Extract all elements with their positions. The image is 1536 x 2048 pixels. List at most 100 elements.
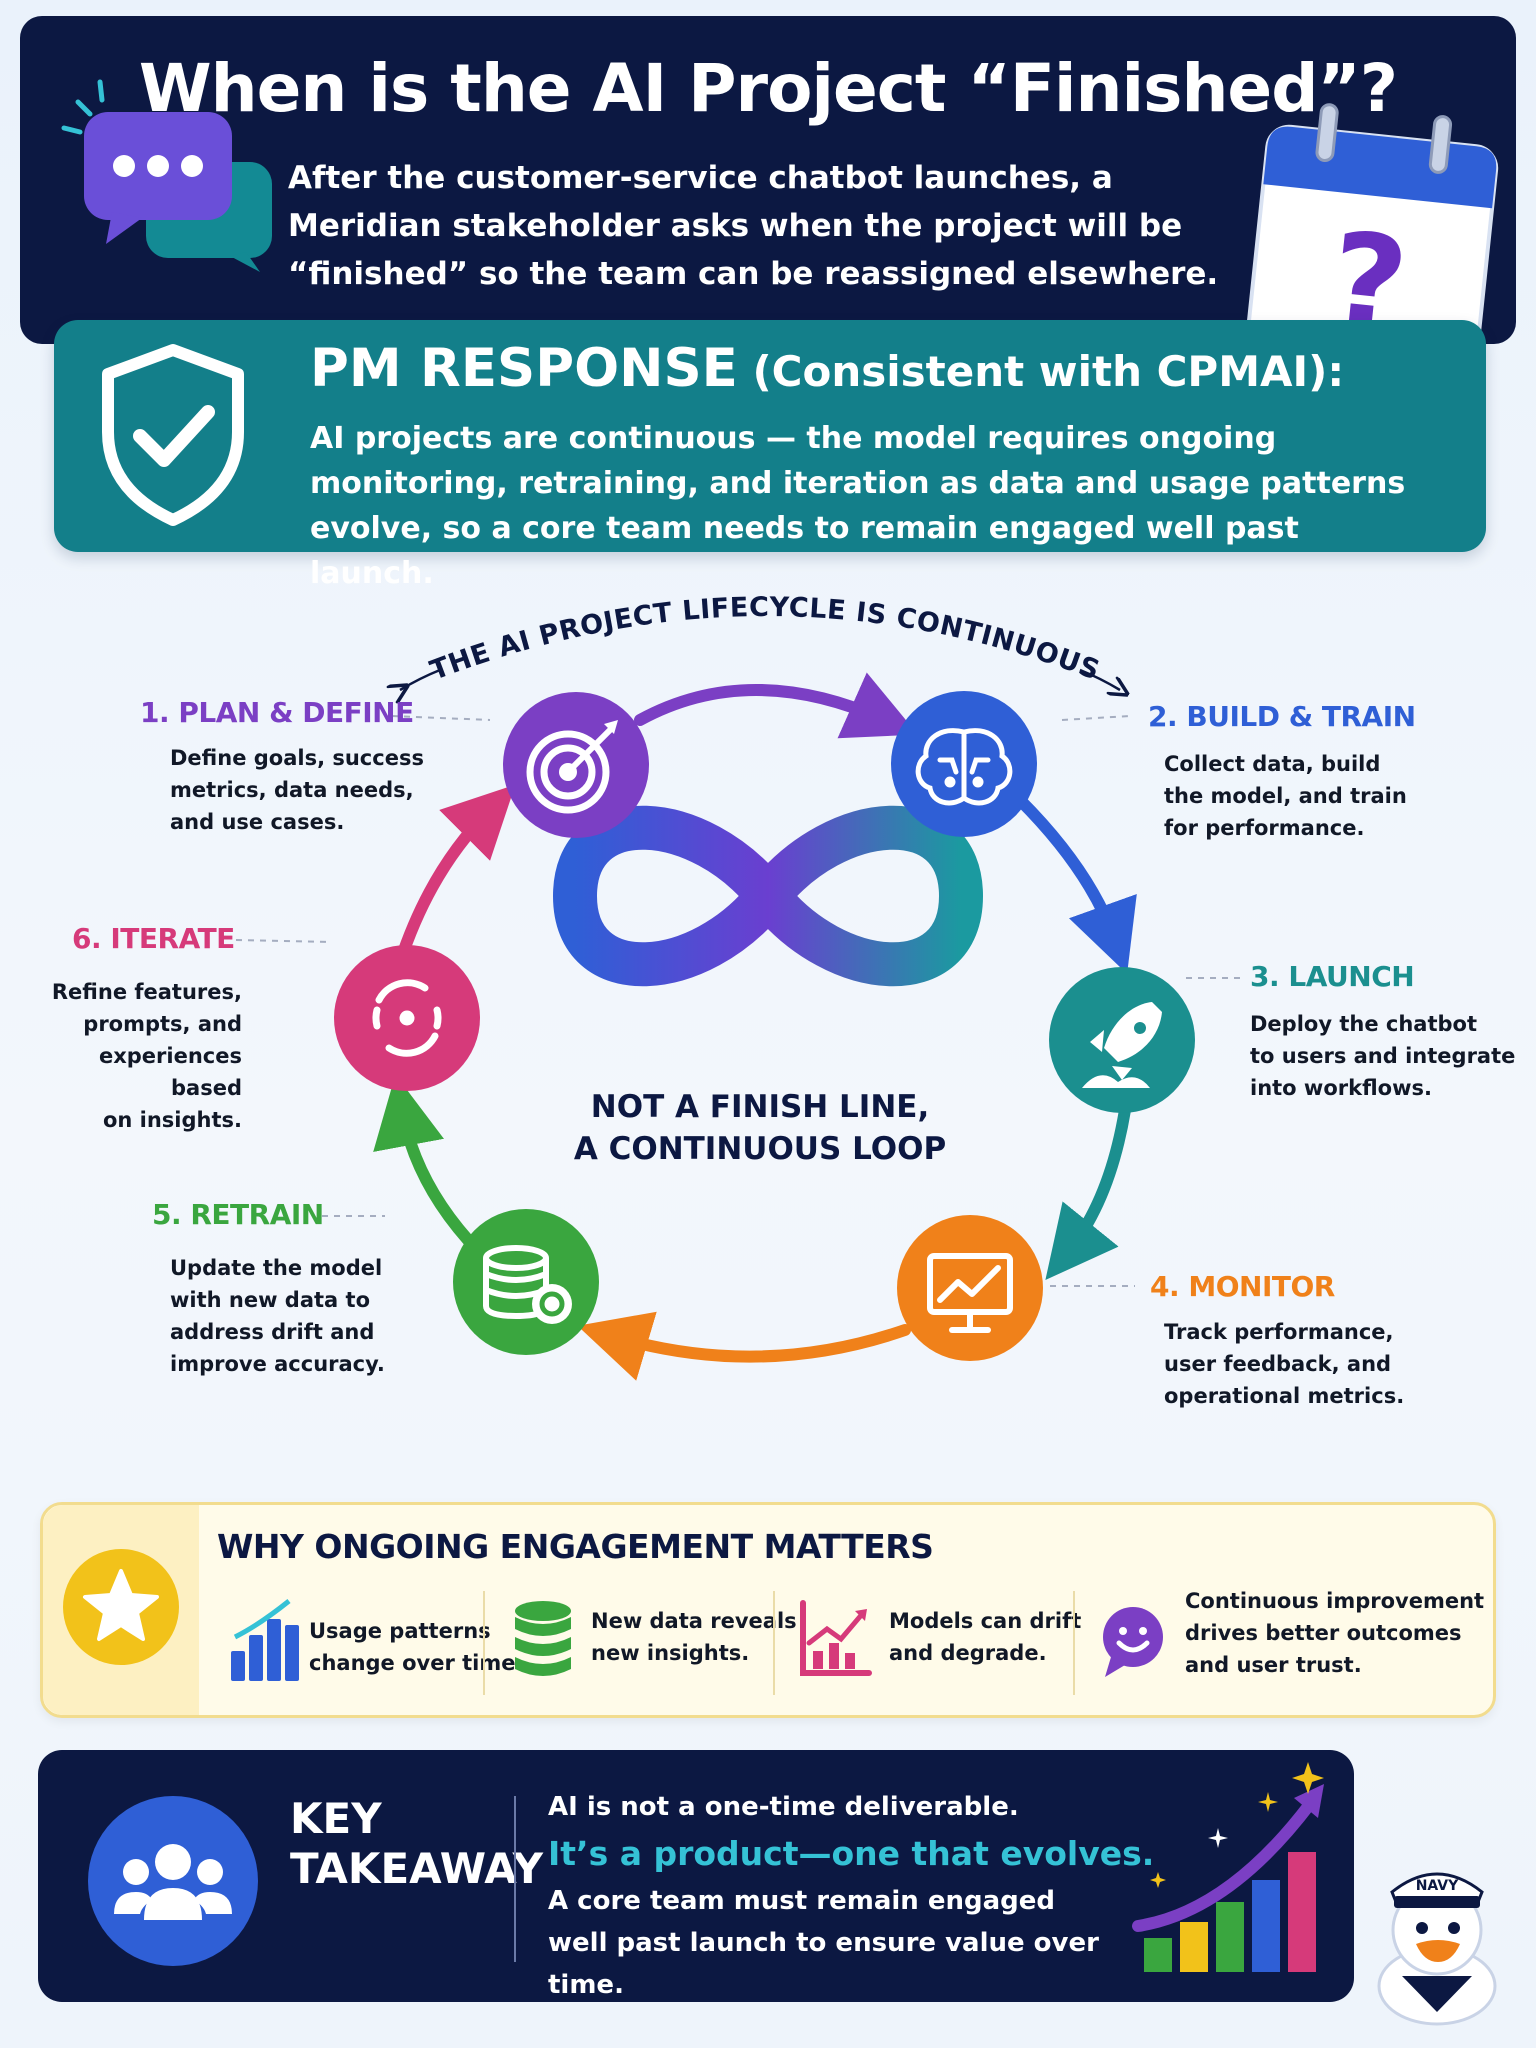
arrow-iterate-to-plan: [394, 784, 516, 968]
step-4-title: 4. MONITOR: [1150, 1270, 1335, 1303]
step-2-desc: Collect data, build the model, and train…: [1164, 748, 1407, 844]
why-item-line: drives better outcomes: [1185, 1621, 1462, 1645]
step-6-desc: Refine features, prompts, and experience…: [40, 976, 242, 1136]
pm-response-text: AI projects are continuous — the model r…: [310, 421, 1406, 591]
key-title-line-2: TAKEAWAY: [290, 1844, 544, 1893]
key-line-3a: A core team must remain engaged: [548, 1886, 1055, 1916]
why-item-improvement: Continuous improvement drives better out…: [1099, 1585, 1489, 1685]
node-plan-define: [503, 692, 649, 838]
page-title: When is the AI Project “Finished”?: [138, 50, 1398, 127]
lifecycle-arc-title: THE AI PROJECT LIFECYCLE IS CONTINUOUS: [426, 592, 1104, 687]
navy-duck-mascot-icon: NAVY: [1377, 1872, 1497, 2026]
node-monitor: [897, 1215, 1043, 1361]
why-item-data-text: New data reveals new insights.: [591, 1605, 797, 1669]
arrow-build-to-launch: [1014, 794, 1137, 974]
step-5-desc: Update the model with new data to addres…: [170, 1252, 385, 1380]
lifecycle-arc-title-path: THE AI PROJECT LIFECYCLE IS CONTINUOUS: [426, 592, 1103, 687]
why-item-line: Continuous improvement: [1185, 1589, 1485, 1613]
header-banner: When is the AI Project “Finished”? After…: [20, 16, 1516, 378]
infinity-loop-icon: [553, 805, 983, 987]
step-3-desc: Deploy the chatbot to users and integrat…: [1250, 1008, 1515, 1104]
scenario-text: After the customer-service chatbot launc…: [288, 160, 1219, 292]
target-icon: [526, 720, 618, 814]
step-2-title: 2. BUILD & TRAIN: [1148, 700, 1416, 733]
why-item-data: New data reveals new insights.: [511, 1595, 801, 1695]
why-item-line: new insights.: [591, 1641, 750, 1665]
pm-response-panel: PM RESPONSE (Consistent with CPMAI): AI …: [54, 320, 1486, 591]
shield-check-icon: [102, 344, 244, 526]
arc-title-arrow-right: [1079, 668, 1120, 690]
step-6-desc-line: on insights.: [102, 1108, 242, 1132]
node-build-train: [891, 691, 1037, 837]
pm-title-rest: (Consistent with CPMAI):: [737, 347, 1345, 396]
key-line-3: A core team must remain engaged well pas…: [548, 1880, 1108, 2006]
step-1-desc-line: Define goals, success: [170, 746, 424, 770]
why-item-drift-text: Models can drift and degrade.: [889, 1605, 1081, 1669]
step-6-desc-line: experiences based: [98, 1044, 242, 1100]
step-1-title: 1. PLAN & DEFINE: [140, 696, 414, 729]
why-engagement-panel: WHY ONGOING ENGAGEMENT MATTERS Usage pat…: [40, 1502, 1496, 1718]
step-3-desc-line: to users and integrate: [1250, 1044, 1516, 1068]
trend-chart-icon: [800, 1600, 872, 1676]
why-item-drift: Models can drift and degrade.: [797, 1595, 1087, 1695]
step-4-desc: Track performance, user feedback, and op…: [1164, 1316, 1404, 1412]
key-takeaway-title: KEY TAKEAWAY: [290, 1794, 543, 1894]
growth-chart-icon: [1132, 1762, 1324, 1972]
why-item-line: New data reveals: [591, 1609, 797, 1633]
step-2-desc-line: for performance.: [1164, 816, 1365, 840]
step-6-desc-line: Refine features,: [51, 980, 242, 1004]
database-sync-icon: [483, 1245, 572, 1324]
why-item-line: Usage patterns: [309, 1619, 491, 1643]
step-5-desc-line: Update the model: [170, 1256, 383, 1280]
why-item-usage: Usage patterns change over time.: [229, 1595, 523, 1695]
lifecycle-diagram: THE AI PROJECT LIFECYCLE IS CONTINUOUS: [235, 592, 1240, 1381]
arrow-monitor-to-retrain: [577, 1311, 911, 1381]
key-takeaway-panel: KEY TAKEAWAY AI is not a one-time delive…: [38, 1750, 1354, 2002]
step-5-desc-line: address drift and: [170, 1320, 375, 1344]
database-icon: [515, 1601, 571, 1676]
continuous-loop-label: NOT A FINISH LINE, A CONTINUOUS LOOP: [560, 1086, 960, 1170]
step-5-desc-line: improve accuracy.: [170, 1352, 385, 1376]
why-divider: [1073, 1591, 1075, 1695]
key-title-line-1: KEY: [290, 1794, 382, 1843]
why-divider: [483, 1591, 485, 1695]
node-retrain: [453, 1209, 599, 1355]
arc-title-arrow-left: [400, 668, 441, 690]
key-line-1: AI is not a one-time deliverable.: [548, 1792, 1019, 1822]
chat-bubbles-icon: [61, 79, 272, 272]
step-5-title: 5. RETRAIN: [152, 1198, 324, 1231]
step-1-desc-line: and use cases.: [170, 810, 345, 834]
step-2-desc-line: the model, and train: [1164, 784, 1407, 808]
why-panel-accent: [43, 1505, 199, 1715]
step-6-title: 6. ITERATE: [72, 922, 235, 955]
arrow-plan-to-build: [634, 672, 918, 739]
smile-chat-icon: [1103, 1607, 1163, 1677]
mascot-hat-text: NAVY: [1416, 1878, 1459, 1894]
leader-lines: [235, 715, 1240, 1287]
monitor-chart-icon: [927, 1253, 1013, 1333]
node-iterate: [334, 945, 480, 1091]
why-item-line: and user trust.: [1185, 1653, 1362, 1677]
why-item-line: Models can drift: [889, 1609, 1082, 1633]
pm-response-title: PM RESPONSE (Consistent with CPMAI):: [310, 338, 1344, 399]
why-divider: [773, 1591, 775, 1695]
people-group-icon: [88, 1796, 258, 1966]
step-3-desc-line: into workflows.: [1250, 1076, 1432, 1100]
node-launch: [1049, 967, 1195, 1113]
refresh-target-icon: [372, 979, 442, 1057]
key-divider: [514, 1796, 516, 1962]
rocket-icon: [1082, 1002, 1162, 1088]
arrow-launch-to-monitor: [1045, 1104, 1131, 1281]
brain-icon: [915, 728, 1013, 806]
step-5-desc-line: with new data to: [170, 1288, 370, 1312]
pm-title-main: PM RESPONSE: [310, 338, 738, 399]
step-3-title: 3. LAUNCH: [1250, 960, 1415, 993]
step-1-desc: Define goals, success metrics, data need…: [170, 742, 424, 838]
why-item-usage-text: Usage patterns change over time.: [309, 1615, 523, 1679]
step-4-desc-line: operational metrics.: [1164, 1384, 1405, 1408]
bar-chart-icon: [231, 1599, 299, 1681]
key-line-2: It’s a product—one that evolves.: [548, 1834, 1155, 1873]
why-title: WHY ONGOING ENGAGEMENT MATTERS: [217, 1527, 934, 1566]
center-label-line-1: NOT A FINISH LINE,: [590, 1089, 930, 1125]
center-label-line-2: A CONTINUOUS LOOP: [573, 1131, 947, 1167]
